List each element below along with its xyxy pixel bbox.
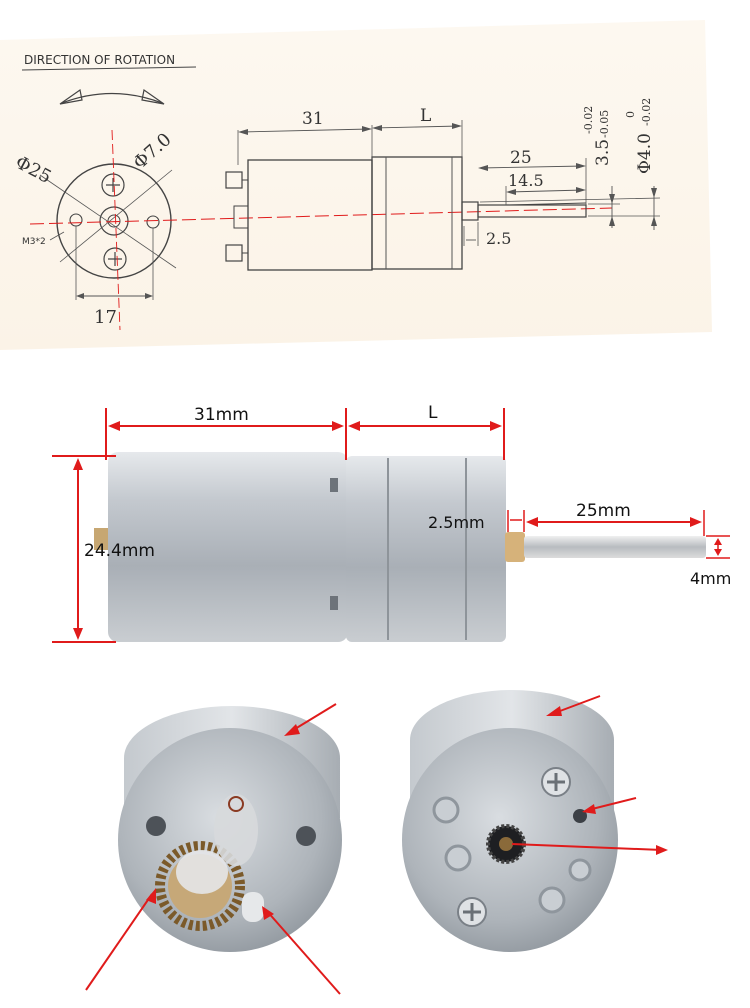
technical-drawing: DIRECTION OF ROTATION Φ25 Φ7.0 bbox=[0, 0, 750, 360]
rotation-arrow-right bbox=[141, 88, 165, 105]
screw-label: M3*2 bbox=[22, 237, 46, 247]
dim-14-5-label: 14.5 bbox=[508, 171, 544, 190]
shaft-collar bbox=[505, 532, 525, 562]
motor-end-view bbox=[402, 690, 618, 952]
internals-canvas bbox=[85, 690, 668, 995]
dim-L-photo-label: L bbox=[428, 403, 438, 423]
screw-bottom bbox=[103, 247, 127, 271]
rotation-arc bbox=[61, 92, 163, 104]
gearbox-open-view bbox=[118, 706, 342, 952]
gearbox-internals-photo bbox=[0, 660, 750, 1008]
side-view bbox=[225, 156, 587, 271]
dim-L-line bbox=[373, 125, 461, 129]
dim-31-line bbox=[239, 128, 371, 133]
dim-3-5-label: 3.5 bbox=[593, 139, 613, 166]
dim-31-label: 31 bbox=[302, 109, 324, 129]
dim-25mm-label: 25mm bbox=[576, 501, 631, 521]
dim-4mm-label: 4mm bbox=[690, 569, 731, 588]
dim-height-label: 24.4mm bbox=[84, 541, 155, 561]
arrow-hole bbox=[587, 797, 637, 811]
dimension-photo-canvas: 31mm L 24.4mm 2.5mm 25mm 4mm bbox=[52, 403, 731, 643]
dim-25-label: 25 bbox=[510, 148, 532, 168]
gear-brass bbox=[155, 841, 245, 931]
hole-spacing-label: 17 bbox=[94, 307, 117, 328]
drawing-canvas: DIRECTION OF ROTATION Φ25 Φ7.0 bbox=[0, 20, 712, 350]
motor-dimension-photo: 31mm L 24.4mm 2.5mm 25mm 4mm bbox=[0, 360, 750, 660]
end-view bbox=[39, 129, 177, 331]
gearbox bbox=[346, 456, 506, 642]
arrow-pinion bbox=[511, 843, 663, 851]
paper-background bbox=[0, 20, 712, 350]
arrow-housing-left bbox=[289, 703, 337, 733]
dim-L-label: L bbox=[420, 106, 431, 126]
rotation-underline bbox=[21, 66, 197, 71]
output-shaft bbox=[524, 536, 706, 558]
arrow-gear bbox=[85, 893, 153, 991]
dim-collar-label: 2.5mm bbox=[428, 513, 485, 532]
rotation-label: DIRECTION OF ROTATION bbox=[24, 53, 175, 67]
dim-3-5-tolerance: -0.02-0.05 bbox=[582, 106, 611, 138]
motor-body bbox=[108, 452, 348, 642]
motor-photo bbox=[94, 452, 706, 642]
dim-31mm-label: 31mm bbox=[194, 405, 249, 425]
dim-2-5-label: 2.5 bbox=[486, 229, 511, 248]
arrow-shaft bbox=[265, 909, 341, 995]
dim-14-5-line bbox=[507, 189, 585, 193]
dim-25-line bbox=[479, 165, 585, 169]
screw-top bbox=[101, 173, 125, 197]
center-line bbox=[29, 207, 613, 225]
dim-4-0-label: Φ4.0 bbox=[635, 133, 655, 174]
rotation-arrow-left bbox=[59, 88, 83, 105]
dim-4-0-tolerance: 0-0.02 bbox=[624, 98, 653, 126]
